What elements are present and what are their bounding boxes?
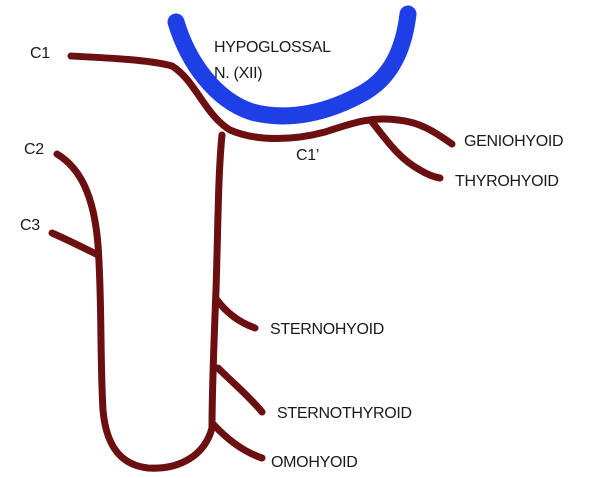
hypoglossal-nerve bbox=[176, 14, 408, 116]
superior-root bbox=[212, 135, 222, 428]
label-c1: C1 bbox=[30, 46, 50, 62]
label-c3: C3 bbox=[20, 218, 40, 234]
label-c2: C2 bbox=[24, 142, 44, 158]
geniohyoid-branch bbox=[398, 120, 452, 144]
sternohyoid-branch bbox=[217, 300, 255, 328]
label-sternohyoid: STERNOHYOID bbox=[270, 322, 384, 338]
inferior-root-loop bbox=[57, 154, 212, 468]
omohyoid-branch bbox=[214, 425, 262, 458]
label-hypoglossal-line2: N. (XII) bbox=[214, 66, 262, 82]
label-omohyoid: OMOHYOID bbox=[271, 455, 358, 471]
c3-nerve bbox=[52, 233, 98, 255]
label-thyrohyoid: THYROHYOID bbox=[455, 174, 559, 190]
label-c1-prime: C1’ bbox=[296, 148, 319, 164]
label-geniohyoid: GENIOHYOID bbox=[464, 134, 563, 150]
sternothyroid-branch bbox=[218, 368, 262, 412]
label-hypoglossal-line1: HYPOGLOSSAL bbox=[214, 40, 331, 56]
label-sternothyroid: STERNOTHYROID bbox=[277, 406, 412, 422]
